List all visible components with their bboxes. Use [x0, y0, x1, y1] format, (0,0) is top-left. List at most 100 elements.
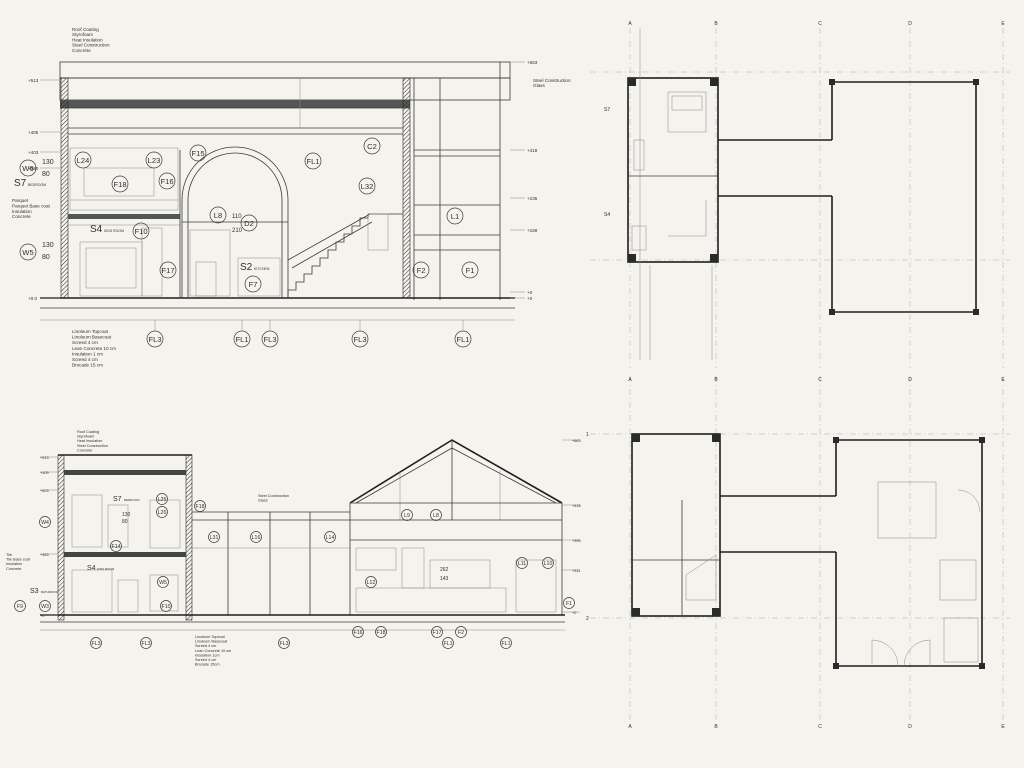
section-b-tag-9: [250, 531, 262, 543]
section-a-tag-17-label: F1: [466, 266, 475, 275]
section-a-dim-2: 130: [42, 242, 54, 249]
section-a-floor-layer-4: Insulation 1 cm: [72, 351, 103, 356]
section-b-level-right-0: +663: [572, 439, 581, 443]
section-b-tag-17-label: W5: [159, 580, 167, 586]
section-a-tag-14: [159, 261, 177, 279]
section-b-floor-tag-6-label: F2: [458, 630, 464, 636]
section-b-left-layer-1: Tile Base coat: [6, 558, 31, 562]
section-b-tag-7: [156, 506, 168, 518]
plan-bottom-row-label-0: 1: [586, 432, 589, 438]
section-b-tag-13-label: L12: [367, 580, 376, 586]
section-b-steel-note-1: Glass: [258, 499, 268, 503]
section-b-tag-3: [39, 600, 51, 612]
section-a-tag-9-label: L32: [361, 182, 374, 191]
section-a-tag-16: [412, 261, 430, 279]
section-b-roof-layer-0: Roof Coating: [77, 430, 99, 434]
section-b-tag-15: [542, 557, 554, 569]
section-b-tag-4: [194, 500, 206, 512]
section-b-tag-13: [365, 576, 377, 588]
section-a-dim-3: 80: [42, 254, 50, 261]
plan-bottom-grid-label-bottom-2: C: [818, 724, 822, 730]
plan-top-grid-label-4: E: [1001, 21, 1005, 27]
section-b-tag-10: [324, 531, 336, 543]
section-a-left-layer-2: Insulation: [12, 209, 32, 214]
section-b-level-right-1: +418: [572, 504, 581, 508]
section-a-door-height: 210: [232, 228, 243, 234]
section-b-dim-1: 80: [122, 519, 128, 525]
section-a-tag-6: [363, 137, 381, 155]
section-b-floor-tag-1-label: FL3: [142, 641, 151, 647]
section-a-floor-layer-1: Linoleum Basecoat: [72, 335, 112, 340]
section-b-roof-layer-3: Steel Construction: [77, 444, 108, 448]
section-a-level-right-1: +418: [527, 148, 538, 153]
section-b-tag-6-label: L25: [158, 497, 167, 503]
section-b-tag-17: [157, 576, 169, 588]
section-b-tag-1: [110, 540, 122, 552]
section-a-tag-17: [461, 261, 479, 279]
plan-bottom-row-label-1: 2: [586, 616, 589, 622]
section-b-level-left-1: +409: [40, 471, 49, 475]
section-b-tag-0: [39, 516, 51, 528]
section-a-tag-2: [74, 151, 92, 169]
section-a-room-code-0: S7: [14, 178, 27, 189]
section-b-level-right-2: +395: [572, 539, 581, 543]
section-b-tag-12-label: L8: [433, 513, 439, 519]
section-a-room-name-0: BEDROOM: [28, 183, 46, 187]
section-a-tag-1-label: W5: [22, 248, 33, 257]
section-a-door-width: 110: [232, 214, 242, 220]
section-a-floor-layer-2: Screed 4 cm: [72, 340, 98, 345]
section-a-left-layer-3: Concrete: [12, 214, 31, 219]
section-b-tag-11-label: L9: [404, 513, 410, 519]
section-a-floor-layer-3: Lean Concrete 10 cm: [72, 346, 116, 351]
section-a-tag-11: [240, 214, 258, 232]
section-b-floor-tag-8-label: FL1: [502, 641, 511, 647]
section-b-floor-tag-2-label: FL3: [280, 641, 289, 647]
section-b-roof-layer-1: Styrofoam: [77, 435, 94, 439]
section-a-floor-tag-1: [233, 330, 251, 348]
section-a-floor-layer-0: Linoleum Topcoat: [72, 329, 109, 334]
plan-bottom-grid-label-1: B: [714, 377, 718, 383]
section-b-dim-3: 143: [440, 576, 449, 582]
section-b-left-layer-2: Insulation: [6, 562, 22, 566]
plan-bottom-grid-label-bottom-4: E: [1001, 724, 1005, 730]
section-a-steel-note-1: Glass: [533, 83, 545, 88]
section-a-tag-5: [304, 152, 322, 170]
section-a-floor-tag-0: [146, 330, 164, 348]
section-a-dim-0: 130: [42, 159, 54, 166]
section-a-tag-12: [446, 207, 464, 225]
section-a-roof-layer-4: Concrete: [72, 48, 91, 53]
section-a-tag-13: [132, 222, 150, 240]
section-a-level-right-3: +169: [527, 228, 538, 233]
section-a-roof-layer-3: Steel Construction: [72, 43, 110, 48]
plan-bottom-grid-label-4: E: [1001, 377, 1005, 383]
section-a-tag-8: [111, 175, 129, 193]
section-a: [40, 61, 525, 330]
section-b-floor-tag-7-label: FL1: [444, 641, 453, 647]
section-b-floor-layer-0: Linoleum Topcoat: [195, 635, 226, 639]
section-b-left-layer-0: Tile: [6, 553, 12, 557]
section-b-tag-8-label: L31: [210, 535, 219, 541]
plan-bottom-grid-label-3: D: [908, 377, 912, 383]
section-a-floor-tag-3: [351, 330, 369, 348]
section-a-room-name-2: KITCHEN: [254, 267, 270, 271]
section-b-steel-note-0: Steel Construction: [258, 494, 289, 498]
section-b-level-left-2: +403: [40, 489, 49, 493]
section-b-tag-8: [208, 531, 220, 543]
section-a-tag-10-label: L8: [214, 211, 222, 220]
section-a-level-left-4: +0.0: [28, 296, 38, 301]
section-a-floor-tag-0-label: FL3: [148, 335, 161, 344]
section-b-tag-16-label: F1: [566, 601, 572, 607]
plan-bottom-grid-label-bottom-1: B: [714, 724, 718, 730]
section-b-floor-tag-0-label: FL3: [92, 641, 101, 647]
section-a-room-name-1: KIDS ROOM: [104, 229, 124, 233]
section-b-tag-3-label: W3: [41, 604, 49, 610]
section-b-level-right-3: +311: [572, 569, 580, 573]
section-b-floor-tag-5-label: F17: [433, 630, 442, 636]
section-b-floor-tag-2: [278, 637, 290, 649]
section-a-room-code-2: S2: [240, 262, 253, 273]
section-b-floor-tag-8: [500, 637, 512, 649]
section-b-dim-2: 262: [440, 567, 449, 573]
section-b-roof-layer-2: Heat Insulation: [77, 439, 102, 443]
